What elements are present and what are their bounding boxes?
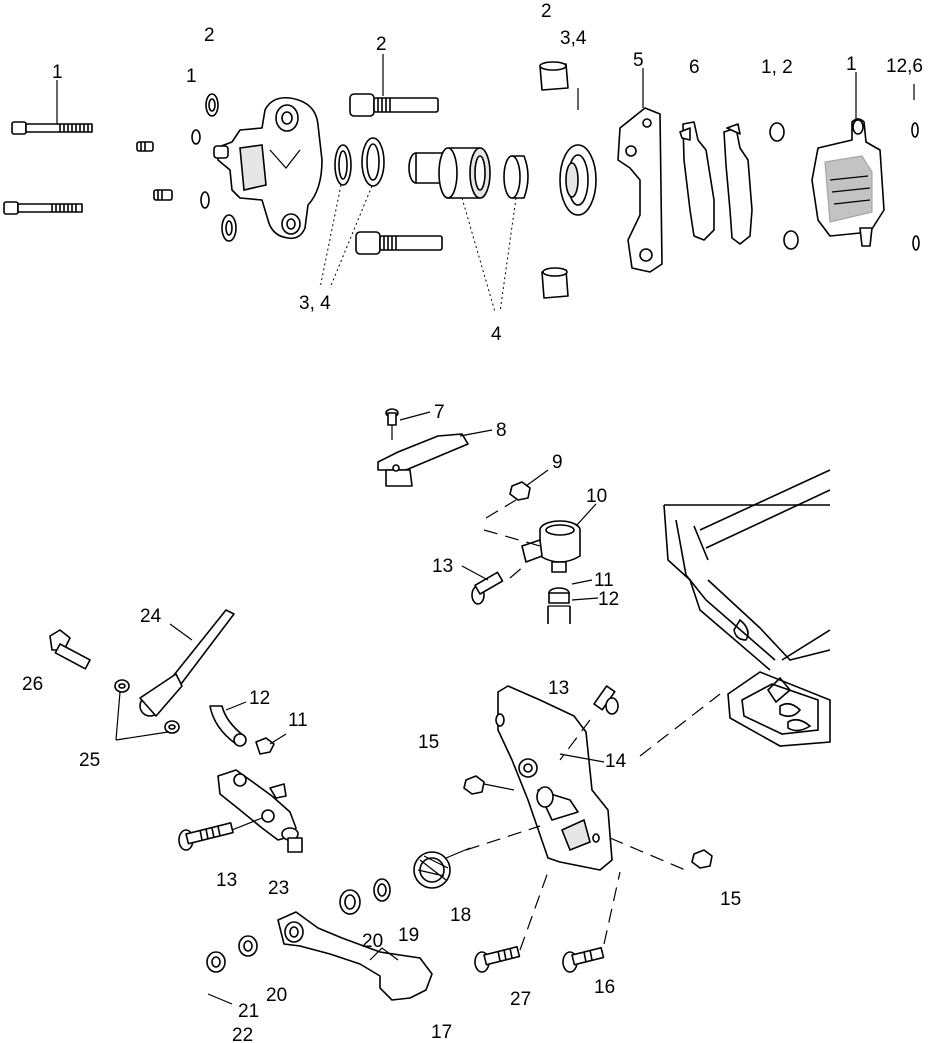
callout-11: 11 — [594, 570, 614, 591]
callout-2: 2 — [376, 34, 387, 55]
caliper-piston — [408, 147, 491, 199]
callout-18: 18 — [450, 905, 471, 926]
leader-7 — [399, 411, 431, 421]
brake-master-cylinder — [217, 769, 303, 853]
leader-11a — [571, 579, 593, 585]
nut-15-right — [691, 849, 713, 869]
hose-clamp-11-lower — [255, 733, 287, 755]
leader-13a — [461, 565, 489, 581]
leader-9 — [525, 469, 549, 487]
callout-8: 8 — [496, 420, 507, 441]
o-ring-tiny — [191, 129, 201, 145]
reservoir-bracket — [377, 433, 469, 487]
callout-21: 21 — [238, 1001, 259, 1022]
cotter-pin-22 — [207, 993, 233, 1005]
callout-3-4: 3,4 — [560, 28, 587, 49]
reservoir-cap-screw — [385, 408, 399, 440]
caliper-pin-upper — [349, 93, 439, 117]
caliper-pin-lower — [355, 231, 443, 255]
hose-clamp-11 — [548, 587, 570, 604]
bolt-26 — [49, 629, 91, 670]
leader-24 — [169, 623, 193, 641]
vehicle-frame — [663, 469, 831, 747]
o-ring-tiny-lower — [200, 191, 210, 209]
callout-19: 19 — [398, 925, 419, 946]
callout-23: 23 — [268, 878, 289, 899]
brake-pedal-plate — [495, 685, 613, 871]
leader-12b — [225, 701, 247, 711]
callout-7: 7 — [434, 402, 445, 423]
callout-13: 13 — [432, 556, 453, 577]
caliper-mounting-bracket — [617, 107, 663, 273]
callout-20: 20 — [266, 985, 287, 1006]
callout-2: 2 — [541, 1, 552, 22]
return-spring — [413, 847, 471, 889]
bolt-16 — [562, 946, 605, 973]
callout-14: 14 — [605, 751, 627, 772]
callout-27: 27 — [510, 989, 531, 1010]
caliper-body-outer — [811, 118, 885, 247]
caliper-bore-seal — [559, 144, 597, 216]
callout-13: 13 — [548, 678, 569, 699]
callout-20: 20 — [362, 931, 383, 952]
callout-9: 9 — [552, 452, 563, 473]
retaining-clip-lower — [912, 235, 920, 251]
callout-15: 15 — [720, 889, 741, 910]
bleeder-screw-lower — [153, 189, 173, 201]
leader-14 — [559, 753, 605, 763]
brake-pad-inner — [679, 121, 715, 241]
callout-24: 24 — [140, 606, 162, 627]
caliper-bolt-lower — [3, 201, 83, 215]
callout-12-6: 12,6 — [886, 56, 923, 77]
bleeder-screw-upper — [136, 141, 154, 152]
callout-5: 5 — [633, 50, 644, 71]
bolt-13-plate — [593, 685, 619, 715]
brake-fluid-reservoir — [521, 520, 581, 573]
leader-8 — [459, 429, 493, 437]
brake-rod-24 — [139, 609, 235, 717]
nut-15-left — [463, 775, 485, 795]
retaining-clip-upper — [911, 122, 919, 138]
nut-9 — [509, 481, 531, 501]
leader-10 — [575, 503, 597, 527]
piston-insert — [503, 155, 529, 199]
callout-12: 12 — [249, 688, 270, 709]
callout-16: 16 — [594, 977, 615, 998]
callout-11: 11 — [288, 710, 308, 731]
callout-22: 22 — [232, 1025, 253, 1043]
callout-1: 1 — [846, 54, 857, 75]
bolt-13-lower — [178, 822, 234, 851]
pin-boot-lower — [783, 230, 799, 250]
caliper-body-inner — [213, 96, 323, 240]
callout-1: 1 — [52, 62, 63, 83]
callout-15: 15 — [418, 732, 439, 753]
pin-boot-upper — [769, 122, 785, 142]
callout-6: 6 — [689, 57, 700, 78]
callout-3-4: 3, 4 — [299, 293, 331, 314]
caliper-bolt-upper — [11, 121, 93, 135]
brake-pedal-arm — [277, 911, 433, 1001]
leader-12a — [571, 597, 599, 601]
callout-13: 13 — [216, 870, 237, 891]
callout-25: 25 — [79, 750, 100, 771]
reservoir-hose-12-lower — [209, 705, 247, 747]
callout-12: 12 — [598, 589, 619, 610]
callout-26: 26 — [22, 674, 43, 695]
bolt-27 — [474, 945, 521, 973]
brake-pad-outer — [723, 123, 753, 245]
bolt-13-reservoir — [471, 571, 504, 605]
callout-1-2: 1, 2 — [761, 57, 793, 78]
reservoir-hose-12 — [547, 605, 571, 624]
callout-2: 2 — [204, 25, 215, 46]
callout-4: 4 — [491, 324, 502, 345]
callout-1: 1 — [186, 66, 197, 87]
callout-17: 17 — [431, 1022, 452, 1043]
callout-10: 10 — [586, 486, 607, 507]
